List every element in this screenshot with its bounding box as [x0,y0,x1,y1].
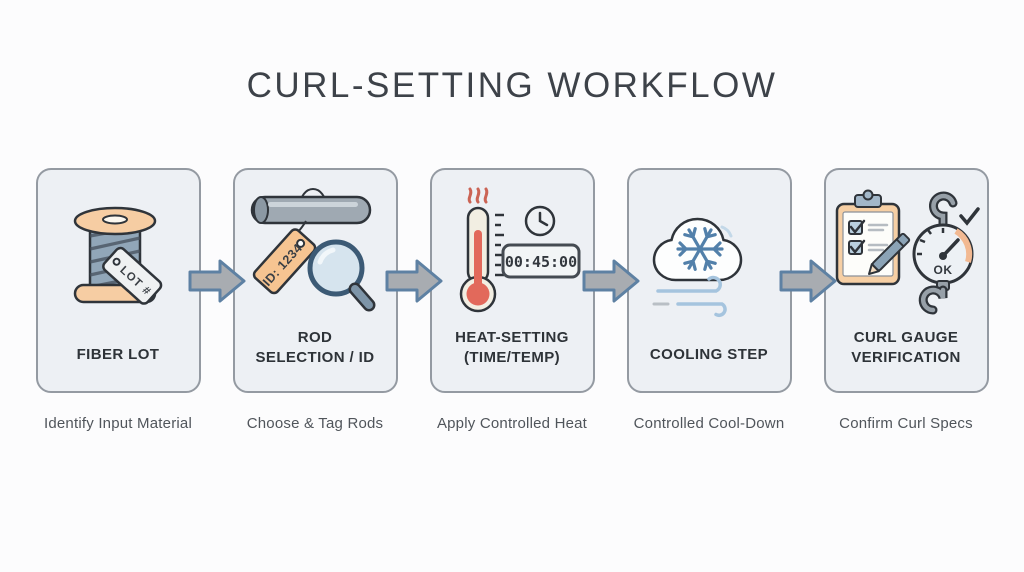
step-label-heat-setting: HEAT-SETTING (TIME/TEMP) [455,329,569,367]
heat-waves-icon [467,187,489,204]
thread-spool-icon: LOT # [73,207,163,306]
captions-row: Identify Input Material Choose & Tag Rod… [0,415,1024,432]
step-card-verification: OK CURL GAUGE VERIFICATION [823,168,989,393]
step-label-fiber-lot: FIBER LOT [76,345,160,363]
right-arrow-icon [779,259,836,302]
caption-rod-selection: Choose & Tag Rods [246,415,384,432]
checkbox-icon [848,240,863,255]
cooling-icon-area [629,170,790,345]
snowflake-cloud-icon [652,218,743,318]
flow-arrow-2 [385,257,443,305]
right-arrow-icon [582,259,639,302]
step-label-rod-selection: ROD SELECTION / ID [255,329,375,367]
step-card-fiber-lot: LOT # FIBER LOT [35,168,201,393]
rod-id-tag: ID: 1234 [252,228,317,295]
page-title: CURL-SETTING WORKFLOW [246,66,778,105]
rod-id-tag-magnifier-icon: ID: 1234 [250,188,376,312]
workflow-row: LOT # FIBER LOT [0,168,1024,393]
caption-cooling: Controlled Cool-Down [633,415,785,432]
step-label-cooling: COOLING STEP [649,345,769,363]
pen-icon [868,232,911,275]
caption-heat-setting: Apply Controlled Heat [436,415,588,432]
flow-arrow-4 [779,257,837,305]
wind-swirl-icon [656,276,727,318]
digital-timer-display [501,243,581,279]
step-label-verification: CURL GAUGE VERIFICATION [851,329,961,367]
step-card-heat-setting: 00:45:00 HEAT-SETTING (TIME/TEMP) [429,168,595,393]
clipboard-gauge-icon: OK [835,189,980,315]
thermometer-scale-ticks [495,213,504,277]
right-arrow-icon [188,259,245,302]
timer-text: 00:45:00 [505,253,577,271]
checkmark-icon [959,207,980,226]
fiber-lot-icon-area: LOT # [38,170,199,345]
flow-arrow-1 [188,257,246,305]
checkbox-icon [848,220,863,235]
heat-setting-icon-area: 00:45:00 [432,170,593,328]
step-card-cooling: COOLING STEP [626,168,792,393]
caption-verification: Confirm Curl Specs [839,415,973,432]
step-card-rod-selection: ID: 1234 ROD SELECTION / ID [232,168,398,393]
snowflake-icon [676,227,724,272]
gauge-ok-text: OK [934,263,953,277]
thermometer-timer-icon: 00:45:00 [459,187,581,313]
hanging-gauge-icon: OK [912,191,974,315]
flow-arrow-3 [582,257,640,305]
rod-selection-icon-area: ID: 1234 [235,170,396,328]
verification-icon-area: OK [826,170,987,328]
right-arrow-icon [385,259,442,302]
caption-fiber-lot: Identify Input Material [43,415,192,432]
